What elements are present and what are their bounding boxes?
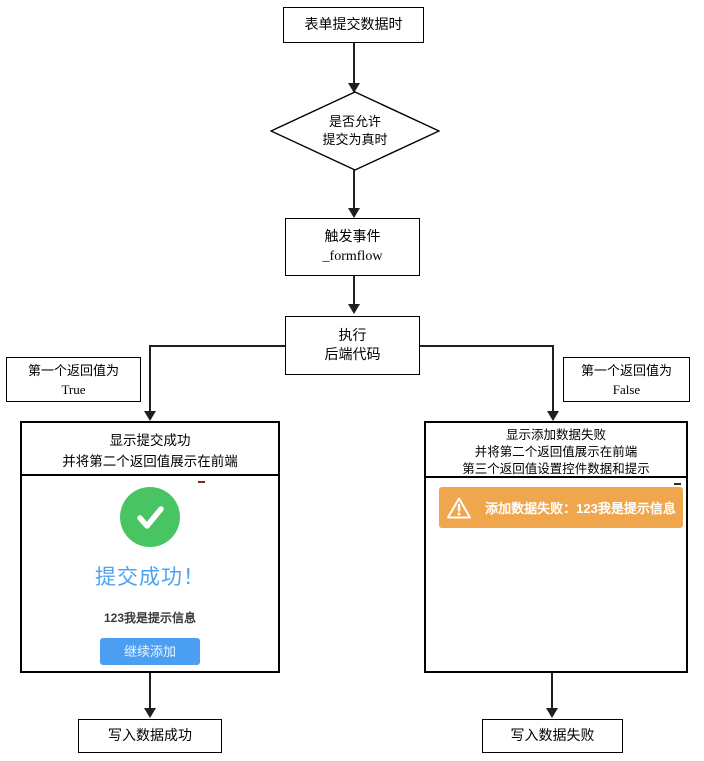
connector-start-decision: [353, 43, 355, 84]
node-decision: 是否允许 提交为真时: [269, 91, 441, 171]
branch-true-line2: True: [61, 381, 86, 397]
connector-branch-left-h: [149, 345, 285, 347]
node-execute-backend: 执行 后端代码: [285, 316, 420, 375]
node-end-failure: 写入数据失败: [482, 719, 623, 753]
node-execute-line1: 执行: [338, 328, 367, 344]
success-header-line2: 并将第二个返回值展示在前端: [62, 453, 238, 469]
success-message: 123我是提示信息: [103, 611, 197, 625]
node-end-failure-label: 写入数据失败: [510, 728, 595, 744]
success-title: 提交成功！: [95, 566, 205, 589]
screenshot-artifact-dash: [198, 481, 205, 483]
branch-false-line2: False: [612, 381, 641, 397]
connector-branch-right-h: [420, 345, 554, 347]
arrowhead-end-success: [144, 708, 156, 718]
branch-false-line1: 第一个返回值为: [580, 362, 672, 378]
node-execute-line2: 后端代码: [324, 347, 381, 363]
failure-header-line1: 显示添加数据失败: [505, 428, 606, 442]
arrowhead-execute: [348, 304, 360, 314]
success-header-line1: 显示提交成功: [109, 432, 191, 448]
arrowhead-failure-panel: [547, 411, 559, 421]
node-end-success: 写入数据成功: [78, 719, 222, 753]
failure-alert-text: 添加数据失败：123我是提示信息: [485, 501, 676, 516]
decision-line1: 是否允许: [328, 114, 381, 129]
connector-trigger-execute: [353, 276, 355, 304]
node-form-submit: 表单提交数据时: [283, 7, 424, 43]
decision-line2: 提交为真时: [322, 132, 388, 147]
connector-failure-end: [551, 673, 553, 708]
decision-diamond-shape: [269, 91, 441, 171]
check-circle-icon: [120, 487, 180, 547]
connector-branch-left-v: [149, 345, 151, 411]
label-branch-false: 第一个返回值为 False: [563, 357, 690, 402]
node-end-success-label: 写入数据成功: [108, 728, 192, 744]
branch-true-line1: 第一个返回值为: [27, 362, 119, 378]
node-trigger-line1: 触发事件: [324, 230, 381, 245]
arrowhead-success-panel: [144, 411, 156, 421]
arrowhead-trigger: [348, 208, 360, 218]
warning-triangle-icon: [447, 497, 472, 518]
connector-branch-right-v: [552, 345, 554, 411]
screenshot-artifact-dash: [674, 483, 681, 485]
failure-panel-header: 显示添加数据失败 并将第二个返回值展示在前端 第三个返回值设置控件数据和提示: [426, 423, 686, 479]
connector-success-end: [149, 673, 151, 708]
node-trigger-line2: _formflow: [322, 249, 383, 264]
node-form-submit-label: 表单提交数据时: [304, 17, 403, 33]
success-panel-divider: [22, 474, 278, 476]
arrowhead-end-failure: [546, 708, 558, 718]
failure-alert-banner: 添加数据失败：123我是提示信息: [439, 487, 683, 528]
label-branch-true: 第一个返回值为 True: [6, 357, 141, 402]
continue-add-button[interactable]: 继续添加: [100, 638, 200, 665]
node-decision-label: 是否允许 提交为真时: [270, 91, 440, 171]
success-panel: 显示提交成功 并将第二个返回值展示在前端 提交成功！ 123我是提示信息 继续添…: [20, 421, 280, 673]
connector-decision-trigger: [353, 170, 355, 208]
node-trigger-event: 触发事件 _formflow: [285, 218, 420, 276]
checkmark-icon: [137, 506, 164, 529]
arrowhead-decision: [348, 83, 360, 93]
failure-panel-divider: [426, 476, 686, 478]
failure-header-line3: 第三个返回值设置控件数据和提示: [462, 462, 650, 476]
failure-panel: 显示添加数据失败 并将第二个返回值展示在前端 第三个返回值设置控件数据和提示 添…: [424, 421, 688, 673]
success-panel-header: 显示提交成功 并将第二个返回值展示在前端: [22, 423, 278, 476]
failure-header-line2: 并将第二个返回值展示在前端: [474, 445, 638, 459]
